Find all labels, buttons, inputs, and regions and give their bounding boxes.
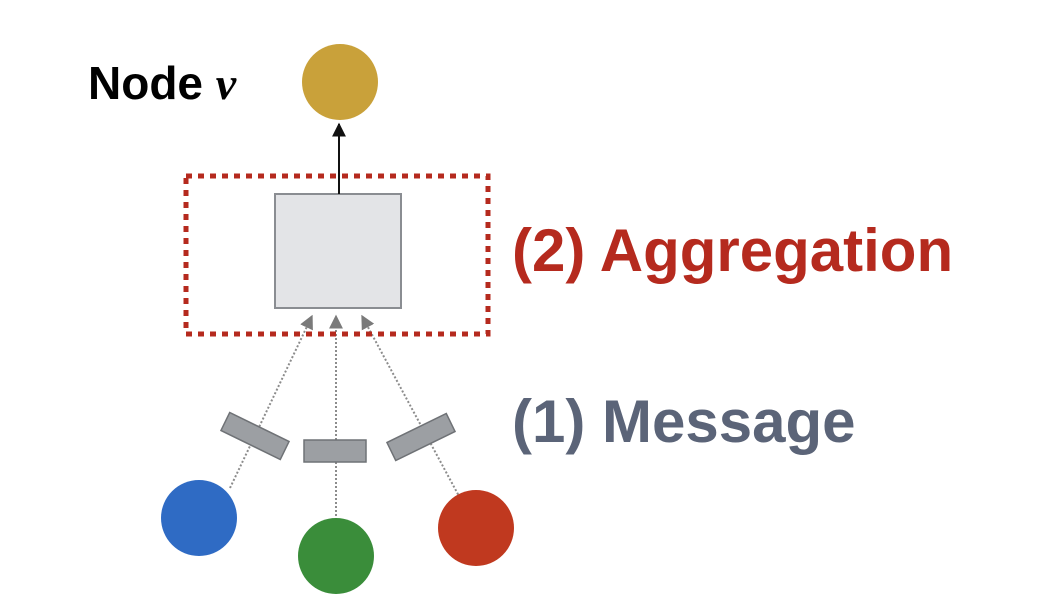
node-label-variable: v	[215, 58, 237, 109]
aggregation-label: (2) Aggregation	[512, 217, 954, 284]
target-node	[302, 44, 378, 120]
message-block-right	[385, 412, 457, 462]
neighbor-node-red	[438, 490, 514, 566]
message-label: (1) Message	[512, 388, 856, 455]
message-edge-blue	[229, 314, 313, 489]
aggregator-box	[274, 193, 402, 309]
neighbor-node-green	[298, 518, 374, 594]
message-block-left	[219, 411, 291, 461]
node-label: Node v	[88, 60, 236, 107]
aggregation-highlight-box	[183, 173, 491, 337]
message-block-middle	[303, 439, 367, 463]
message-edge-red	[361, 314, 461, 499]
node-label-word: Node	[88, 57, 203, 109]
neighbor-node-blue	[161, 480, 237, 556]
